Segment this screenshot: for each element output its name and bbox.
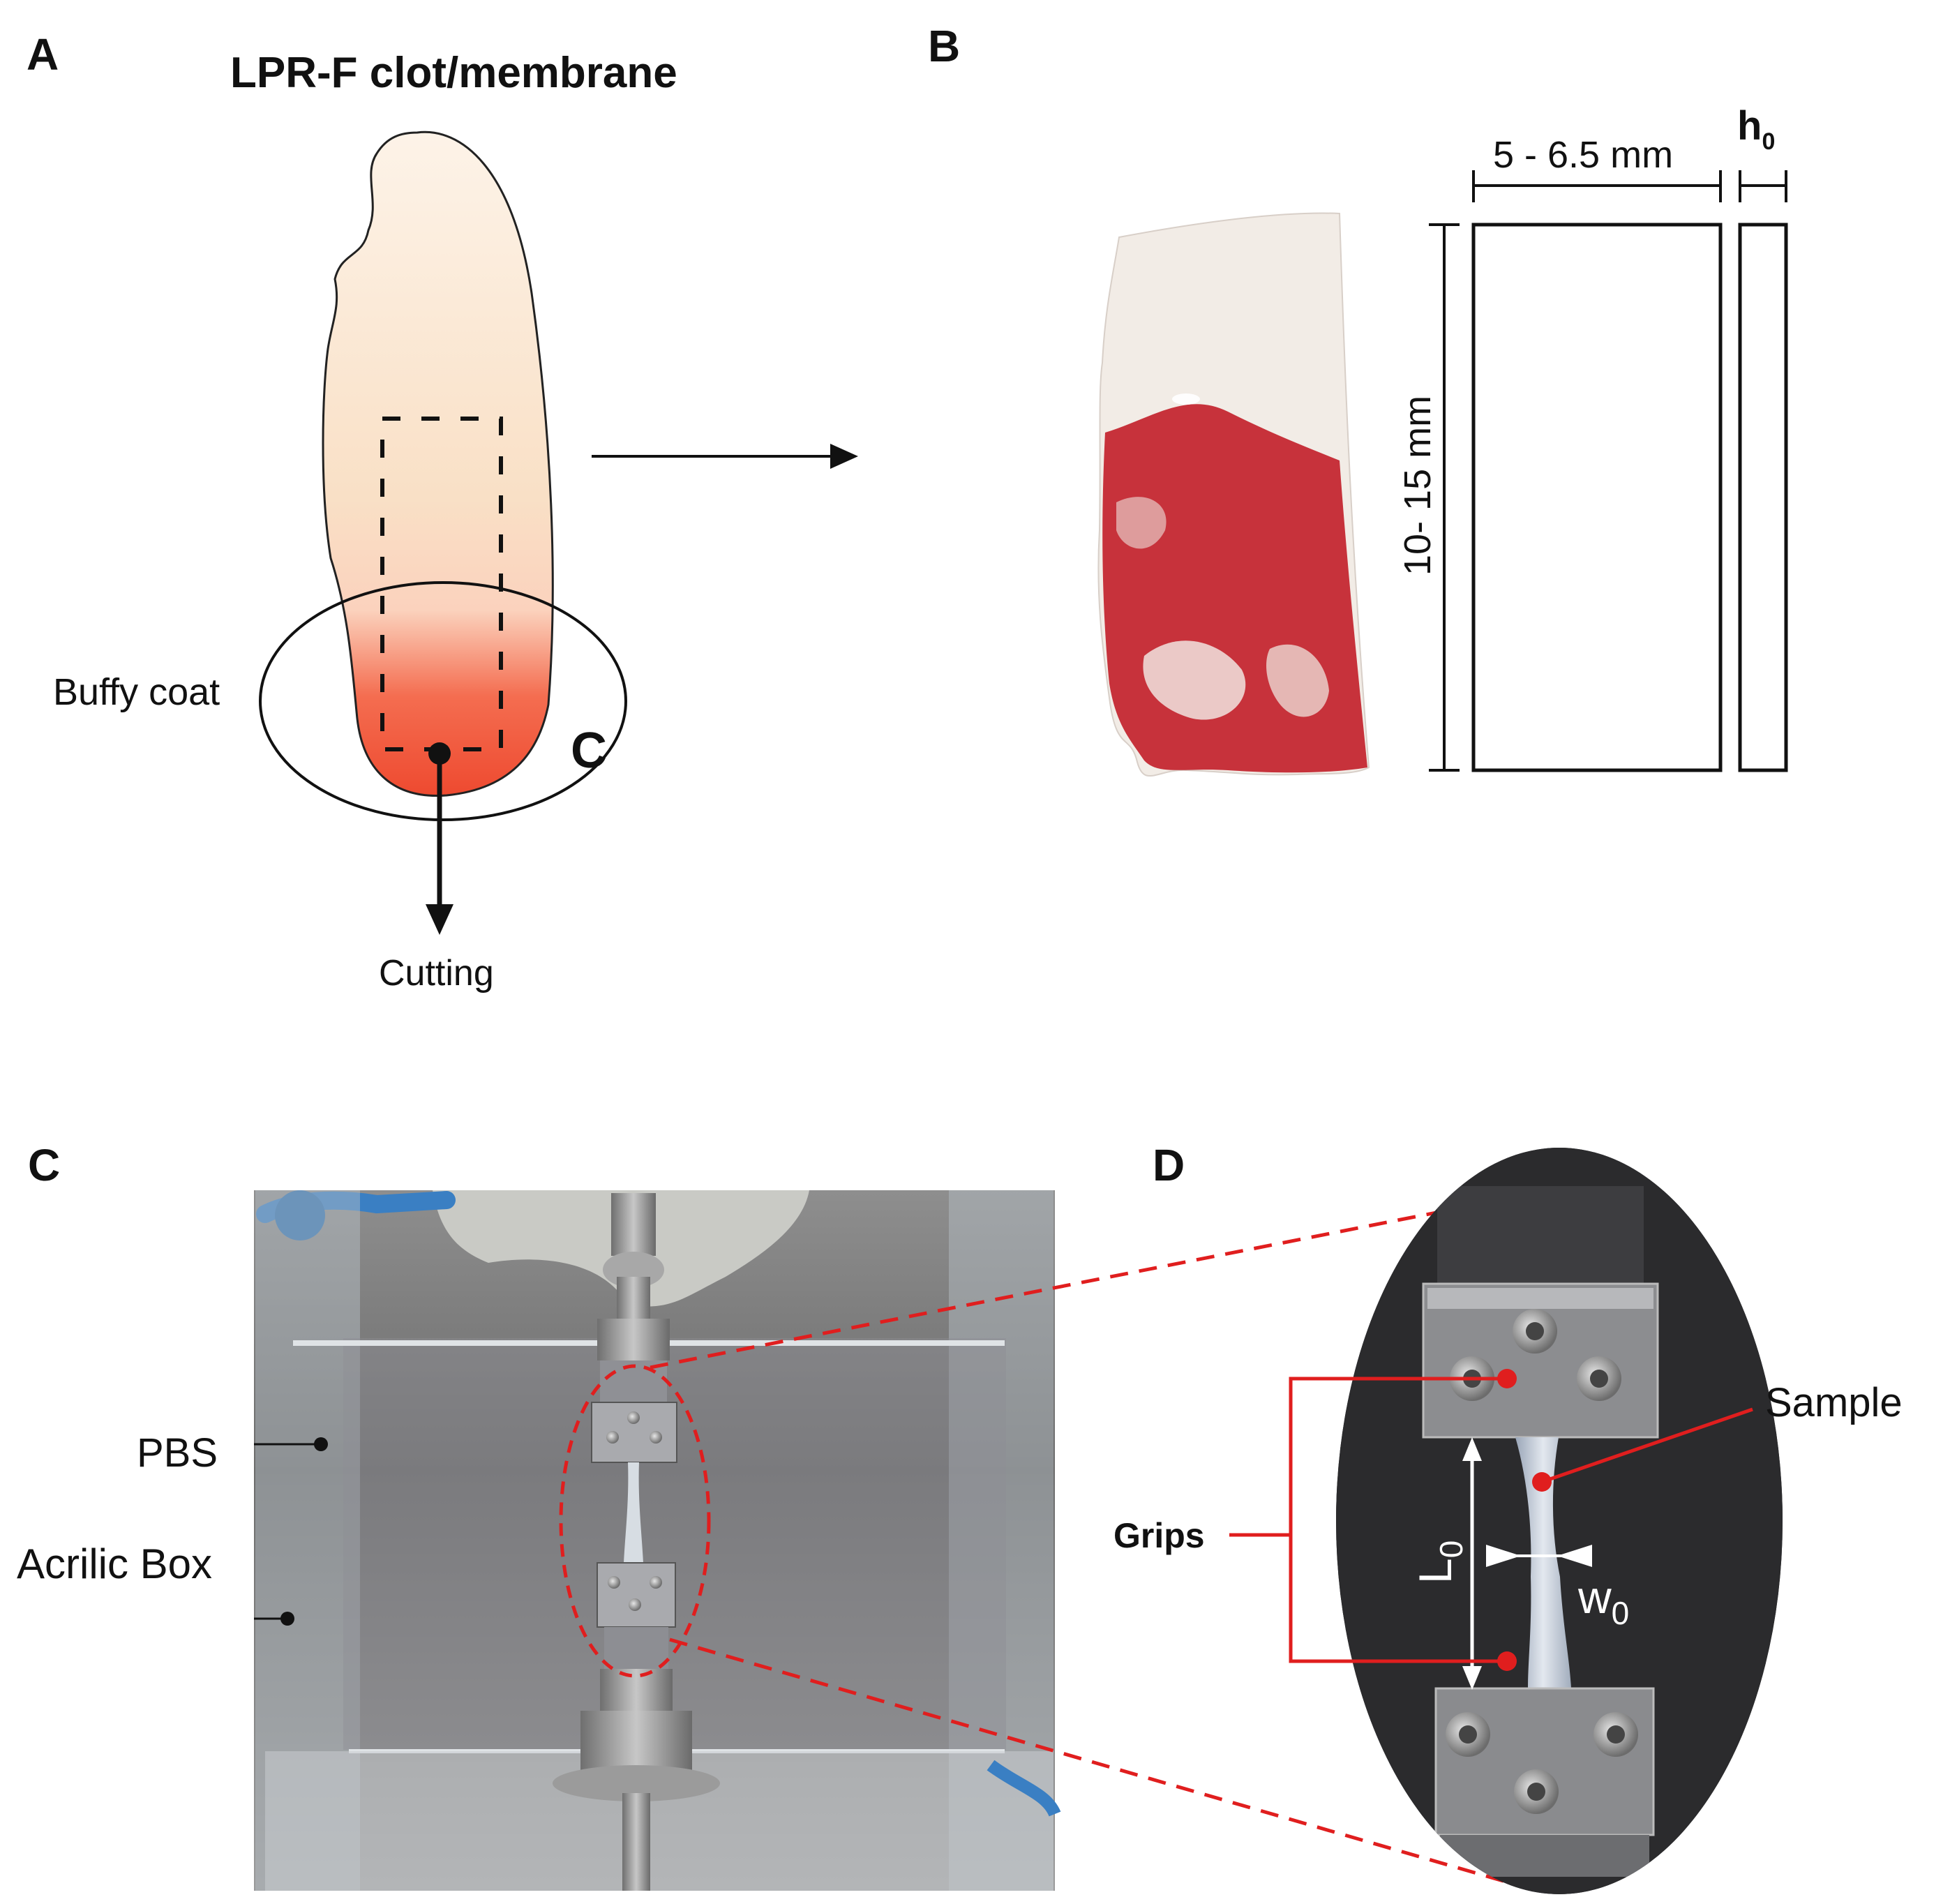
sample-label: Sample xyxy=(1765,1380,1903,1425)
grip-closeup-photo xyxy=(1336,1148,1783,1894)
width-label: 5 - 6.5 mm xyxy=(1493,134,1673,176)
width-arrow-head-right xyxy=(1557,1545,1592,1567)
dimension-rect-side xyxy=(1738,223,1788,772)
zoom-connector-bottom xyxy=(669,1637,1543,1894)
width-w0-label: w0 xyxy=(1577,1571,1629,1631)
sample-leader xyxy=(1541,1407,1753,1484)
clot-shape xyxy=(322,130,554,797)
panel-c: C xyxy=(17,1140,1061,1891)
panel-b-letter: B xyxy=(928,21,960,71)
length-l0-label: L0 xyxy=(1409,1541,1469,1584)
grips-bracket xyxy=(1289,1377,1507,1663)
region-c-label: C xyxy=(571,723,607,779)
panel-d: D xyxy=(1113,1140,1903,1894)
length-arrow-head-top xyxy=(1462,1437,1482,1461)
width-arrow-head-left xyxy=(1486,1545,1521,1567)
transfer-arrow-head xyxy=(830,444,858,469)
buffy-coat-label: Buffy coat xyxy=(53,671,220,713)
zoom-region-oval xyxy=(559,1364,711,1678)
cut-arrow-head xyxy=(426,904,453,935)
buffy-coat-ellipse xyxy=(259,581,627,821)
sample-photo xyxy=(1097,212,1370,777)
panel-d-letter: D xyxy=(1153,1140,1185,1190)
panel-a-title: LPR-F clot/membrane xyxy=(230,49,677,97)
pbs-label: PBS xyxy=(137,1430,218,1476)
length-label: 10- 15 mm xyxy=(1397,396,1439,576)
thickness-label: h0 xyxy=(1737,103,1775,155)
acrylic-box-label: Acrilic Box xyxy=(17,1541,212,1587)
panel-a: A LPR-F clot/membrane Buffy coat C Cutti… xyxy=(27,29,858,994)
grips-label: Grips xyxy=(1113,1516,1205,1555)
panel-a-letter: A xyxy=(27,29,59,80)
length-arrow-head-bottom xyxy=(1462,1666,1482,1690)
cutting-label: Cutting xyxy=(379,953,494,994)
panel-b: B 5 - 6.5 mm h0 10- 15 mm xyxy=(928,21,1788,777)
dimension-rect-front xyxy=(1471,223,1723,772)
acrylic-box-dot xyxy=(280,1612,294,1626)
pbs-dot xyxy=(314,1437,328,1451)
tensile-tank-photo xyxy=(254,1190,1061,1891)
panel-c-letter: C xyxy=(28,1140,60,1190)
